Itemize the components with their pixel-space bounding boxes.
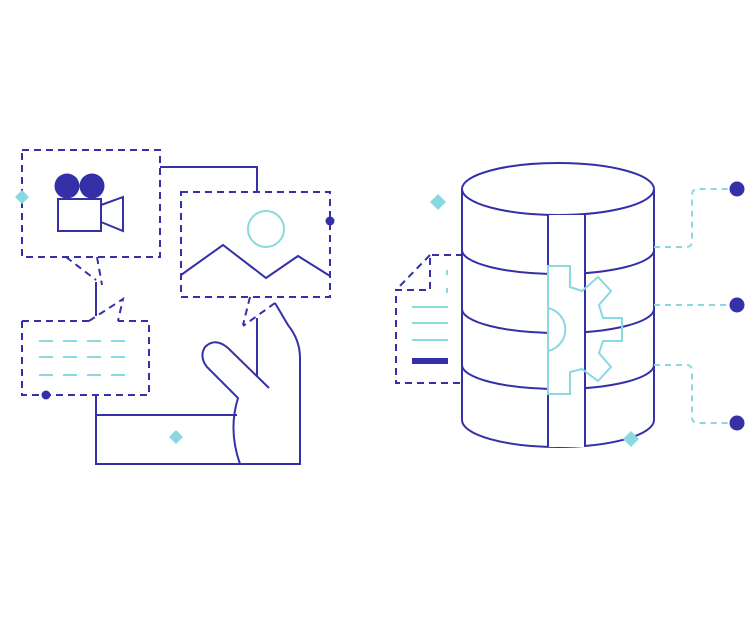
dot-icon [325, 216, 335, 226]
node-dot-icon [729, 415, 745, 431]
diamond-icon [430, 194, 446, 210]
video-camera-icon [54, 173, 124, 233]
video-bubble [15, 149, 161, 316]
diamond-icon [15, 190, 29, 204]
gear-icon [547, 265, 623, 395]
connector-line [160, 166, 258, 192]
text-bubble [21, 296, 150, 400]
database-icon [461, 162, 655, 448]
node-dot-icon [729, 297, 745, 313]
diamond-icon [169, 430, 183, 444]
connectors [654, 181, 745, 431]
node-dot-icon [729, 181, 745, 197]
dot-icon [41, 390, 51, 400]
image-bubble [180, 191, 335, 327]
image-icon [180, 210, 331, 280]
document-icon [395, 254, 463, 384]
diamond-icon [623, 431, 639, 447]
hand-icon [95, 302, 301, 465]
